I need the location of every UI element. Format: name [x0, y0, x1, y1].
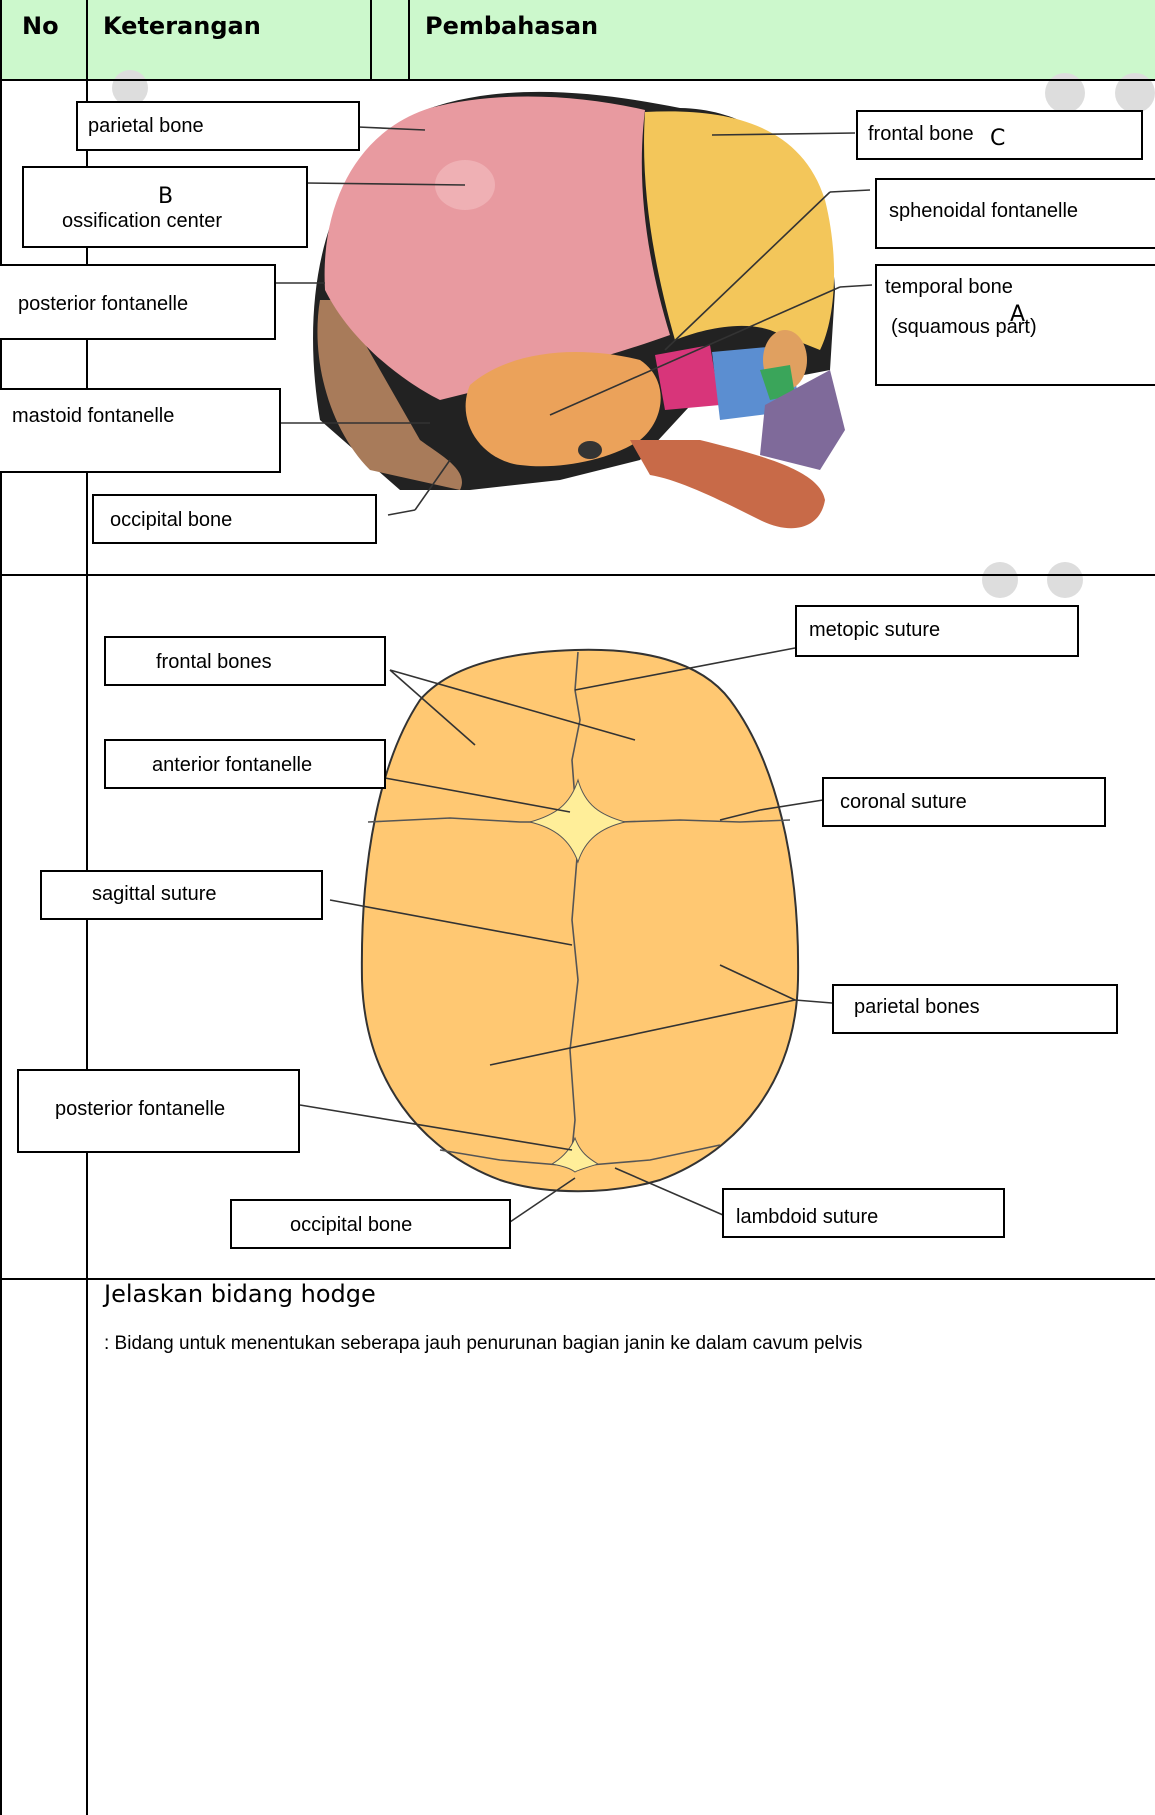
label-posterior-fontanelle-2: posterior fontanelle — [17, 1069, 300, 1153]
grid-row-line-2 — [0, 574, 1155, 576]
chevron-right-icon-2 — [1047, 562, 1083, 598]
letter-c: C — [990, 126, 1005, 151]
label-parietal-bones: parietal bones — [832, 984, 1118, 1034]
chevron-left-icon-2 — [982, 562, 1018, 598]
label-lambdoid-suture: lambdoid suture — [722, 1188, 1005, 1238]
grid-col-divider-3 — [408, 0, 410, 80]
label-metopic-suture: metopic suture — [795, 605, 1079, 657]
letter-a: A — [1010, 302, 1025, 327]
label-occipital-bone-2: occipital bone — [230, 1199, 511, 1249]
label-frontal-bones: frontal bones — [104, 636, 386, 686]
label-occipital-bone: occipital bone — [92, 494, 377, 544]
skull-top-shape — [362, 650, 798, 1191]
leader-parietal-a — [795, 1000, 832, 1003]
label-anterior-fontanelle: anterior fontanelle — [104, 739, 386, 789]
grid-row-line-1 — [0, 79, 1155, 81]
label-sphenoidal-fontanelle: sphenoidal fontanelle — [875, 178, 1155, 249]
letter-b: B — [158, 184, 173, 209]
answer-text: : Bidang untuk menentukan seberapa jauh … — [104, 1333, 862, 1355]
question-text: Jelaskan bidang hodge — [104, 1280, 376, 1308]
label-mastoid-fontanelle: mastoid fontanelle — [0, 388, 281, 473]
label-posterior-fontanelle: posterior fontanelle — [0, 264, 276, 340]
label-parietal-bone: parietal bone — [76, 101, 360, 151]
label-coronal-suture: coronal suture — [822, 777, 1106, 827]
grid-col-divider-2 — [370, 0, 372, 80]
label-sagittal-suture: sagittal suture — [40, 870, 323, 920]
